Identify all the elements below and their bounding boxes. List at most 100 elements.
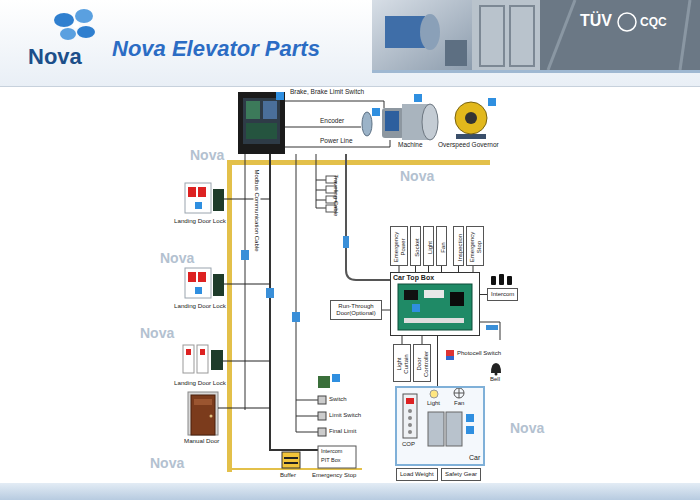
hoistway-wall	[228, 160, 490, 165]
switch-box: Socket	[410, 226, 421, 266]
watermark: Nova	[150, 455, 184, 471]
watermark: Nova	[140, 325, 174, 341]
node-text: Fan	[439, 230, 446, 264]
hall-lantern	[183, 345, 270, 373]
landing-indicator	[195, 287, 202, 294]
node-text: Intercom	[491, 291, 514, 298]
cable-callouts	[292, 312, 300, 322]
header-band	[0, 0, 700, 87]
photocell-symbol	[446, 350, 454, 360]
limit-switches	[318, 412, 326, 420]
car-interior	[466, 414, 474, 422]
connector-line	[382, 310, 390, 311]
car-interior	[408, 430, 412, 434]
car-top-board	[412, 304, 420, 312]
switch-box: Inspection	[453, 226, 464, 266]
control-cabinet	[263, 101, 277, 119]
car-interior	[408, 409, 412, 413]
limit-switches	[296, 432, 318, 433]
watermark: Nova	[400, 168, 434, 184]
device-box: Load Weight	[396, 468, 438, 481]
car-interior	[454, 388, 464, 398]
control-cabinet	[238, 92, 285, 154]
node-text: Emergency Power	[393, 230, 407, 264]
traction-machine	[382, 108, 404, 138]
traction-machine	[414, 94, 422, 102]
landing-indicator	[195, 202, 202, 209]
cert-logo: CQC	[640, 16, 667, 30]
bell-symbol	[495, 373, 498, 376]
header-photos	[480, 6, 504, 66]
hoistway-wall	[227, 160, 490, 472]
landing-indicator	[188, 187, 196, 197]
manual-door	[188, 392, 270, 435]
part-label: Encoder	[320, 117, 344, 124]
part-label: Landing Door Lock	[174, 302, 226, 309]
logo-flower	[77, 26, 95, 38]
switch-box: Emergency Stop	[466, 226, 484, 266]
watermark: Nova	[510, 420, 544, 436]
intercom-symbol	[491, 274, 512, 285]
landing-indicator	[224, 199, 270, 200]
shaft-cables	[316, 154, 326, 180]
car-top-board	[424, 290, 444, 298]
encoder-symbol	[372, 108, 380, 116]
car-interior	[408, 416, 412, 420]
footer-band	[0, 483, 700, 500]
car-interior	[396, 387, 484, 465]
landing-indicator	[224, 284, 270, 285]
header-photos	[372, 70, 700, 73]
header-photos	[372, 0, 472, 70]
manual-door	[194, 399, 212, 405]
pit-box	[318, 446, 356, 468]
node-text: Socket	[413, 230, 420, 264]
shaft-cables	[316, 200, 326, 201]
manual-door	[218, 408, 270, 409]
cable-callouts	[266, 288, 274, 298]
encoder-symbol	[362, 112, 372, 136]
control-cabinet	[246, 101, 260, 119]
node-text: Car	[469, 454, 480, 462]
node-text: Safety Gear	[445, 471, 477, 478]
node-text: Load Weight	[400, 471, 434, 478]
device-box: Light Curtain	[393, 344, 411, 382]
limit-switches	[296, 416, 318, 417]
hall-lantern	[211, 350, 223, 370]
part-label: Switch	[329, 396, 347, 403]
car-interior	[430, 390, 438, 398]
part-label: Power Line	[320, 137, 353, 144]
header-photos	[618, 13, 636, 31]
cable-label: Modbus Communication Cable	[254, 168, 261, 252]
part-label: COP	[402, 441, 415, 448]
machine-wires	[285, 101, 390, 147]
shaft-cables	[296, 154, 297, 432]
car-top-board	[450, 292, 464, 306]
node-text: Run-Through Door(Optional)	[334, 303, 378, 317]
cable-callouts	[241, 250, 249, 260]
cable-callouts	[241, 250, 300, 322]
encoder-symbol	[362, 108, 380, 136]
intercom-symbol	[499, 274, 504, 285]
logo-flower	[54, 9, 95, 40]
part-label: Emergency Stop	[312, 472, 356, 479]
traction-machine	[382, 94, 438, 140]
overspeed-governor	[455, 102, 487, 134]
watermark: Nova	[190, 147, 224, 163]
limit-switches	[296, 400, 318, 401]
logo-flower	[73, 22, 79, 28]
header-photos	[472, 0, 540, 70]
car-cable	[480, 322, 500, 340]
part-label: Brake, Brake Limit Switch	[290, 88, 364, 95]
car-interior	[408, 423, 412, 427]
device-box: Door Controller	[413, 344, 431, 382]
car-interior	[459, 388, 460, 398]
buffer	[282, 452, 300, 468]
car-cable	[486, 325, 498, 330]
intercom-symbol	[507, 276, 512, 285]
header-photos	[548, 0, 575, 70]
cable-label: Traveling Cable	[332, 174, 339, 216]
car-interior	[396, 387, 484, 465]
